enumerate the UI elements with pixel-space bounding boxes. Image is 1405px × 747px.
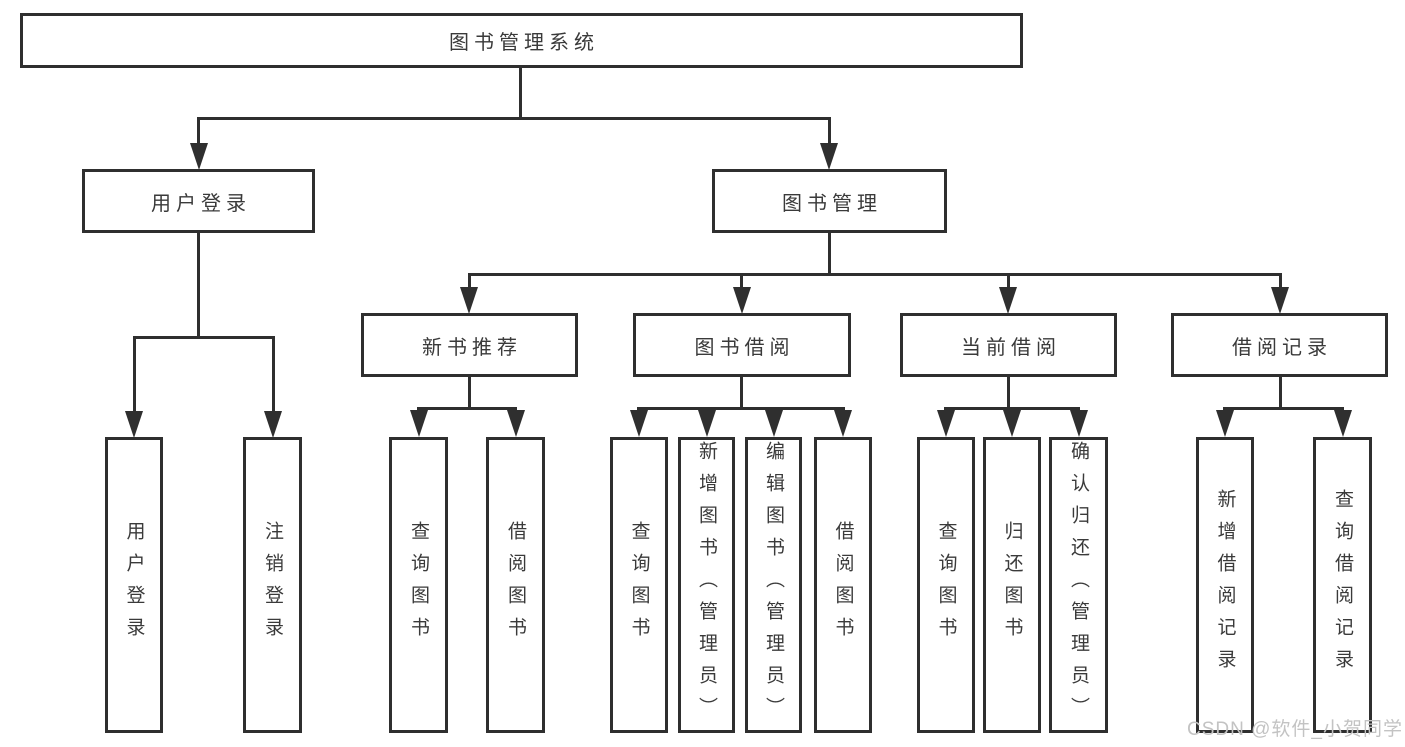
arrow-to-nb-query-icon — [410, 410, 428, 437]
node-current-borrow: 当前借阅 — [900, 313, 1117, 377]
connector-borrow-record-trunk — [1279, 377, 1282, 409]
csdn-watermark: CSDN @软件_小贺同学 — [1187, 719, 1403, 740]
arrow-to-bb-query-icon — [630, 410, 648, 437]
arrow-to-book-management-icon — [820, 143, 838, 170]
node-leaf-cb-query: 查询图书 — [917, 437, 975, 733]
arrow-to-new-book-icon — [460, 287, 478, 314]
connector-borrow-record-leafsplit — [1223, 407, 1344, 410]
node-user-login: 用户登录 — [82, 169, 315, 233]
connector-leaf-logout-stem — [272, 339, 275, 413]
node-new-book-label: 新书推荐 — [422, 336, 522, 359]
node-new-book: 新书推荐 — [361, 313, 578, 377]
node-leaf-br-add: 新增借阅记录 — [1196, 437, 1254, 733]
connector-user-login-stem — [197, 117, 200, 145]
connector-new-book-leafsplit — [417, 407, 517, 410]
node-leaf-bb-borrow: 借阅图书 — [814, 437, 872, 733]
node-leaf-bb-borrow-label: 借阅图书 — [832, 521, 854, 649]
arrow-to-cb-query-icon — [937, 410, 955, 437]
connector-book-borrow-stem — [740, 276, 743, 290]
arrow-to-book-borrow-icon — [733, 287, 751, 314]
node-leaf-br-add-label: 新增借阅记录 — [1214, 489, 1236, 681]
node-leaf-bb-edit-label: 编辑图书（管理员） — [763, 441, 784, 729]
arrow-to-nb-borrow-icon — [507, 410, 525, 437]
arrow-to-leaf-logout-icon — [264, 411, 282, 438]
connector-level1-split — [197, 117, 831, 120]
arrow-to-borrow-record-icon — [1271, 287, 1289, 314]
node-leaf-br-query-label: 查询借阅记录 — [1332, 489, 1353, 681]
node-leaf-bb-add: 新增图书（管理员） — [678, 437, 735, 733]
node-leaf-cb-confirm: 确认归还（管理员） — [1049, 437, 1108, 733]
connector-current-borrow-leafsplit — [944, 407, 1080, 410]
node-borrow-record: 借阅记录 — [1171, 313, 1388, 377]
connector-level3-split — [468, 273, 1282, 276]
node-leaf-bb-query: 查询图书 — [610, 437, 668, 733]
node-root: 图书管理系统 — [20, 13, 1023, 68]
node-leaf-cb-return-label: 归还图书 — [1001, 521, 1023, 649]
node-leaf-nb-query: 查询图书 — [389, 437, 448, 733]
node-leaf-nb-borrow-label: 借阅图书 — [505, 521, 526, 649]
arrow-to-cb-return-icon — [1003, 410, 1021, 437]
node-leaf-user-login-label: 用户登录 — [123, 521, 145, 649]
connector-borrow-record-stem — [1279, 276, 1282, 290]
connector-book-borrow-leafsplit — [637, 407, 845, 410]
arrow-to-user-login-icon — [190, 143, 208, 170]
node-leaf-cb-query-label: 查询图书 — [935, 521, 957, 649]
connector-book-borrow-trunk — [740, 377, 743, 409]
arrow-to-current-borrow-icon — [999, 287, 1017, 314]
connector-user-login-trunk — [197, 233, 200, 337]
arrow-to-bb-edit-icon — [765, 410, 783, 437]
node-root-label: 图书管理系统 — [449, 32, 599, 54]
connector-user-login-split — [133, 336, 275, 339]
arrow-to-bb-borrow-icon — [834, 410, 852, 437]
node-book-borrow-label: 图书借阅 — [694, 336, 795, 359]
node-leaf-cb-confirm-label: 确认归还（管理员） — [1068, 441, 1089, 729]
arrow-to-cb-confirm-icon — [1070, 410, 1088, 437]
connector-current-borrow-trunk — [1007, 377, 1010, 409]
node-leaf-cb-return: 归还图书 — [983, 437, 1041, 733]
node-leaf-bb-edit: 编辑图书（管理员） — [745, 437, 802, 733]
node-current-borrow-label: 当前借阅 — [961, 336, 1061, 359]
arrow-to-leaf-login-icon — [125, 411, 143, 438]
node-user-login-label: 用户登录 — [151, 192, 251, 215]
connector-current-borrow-stem — [1007, 276, 1010, 290]
node-leaf-nb-borrow: 借阅图书 — [486, 437, 545, 733]
node-leaf-br-query: 查询借阅记录 — [1313, 437, 1372, 733]
node-leaf-bb-add-label: 新增图书（管理员） — [696, 441, 717, 729]
node-leaf-nb-query-label: 查询图书 — [408, 521, 429, 649]
connector-new-book-trunk — [468, 377, 471, 409]
connector-new-book-stem — [468, 276, 471, 290]
connector-book-management-stem — [828, 117, 831, 145]
connector-root-trunk — [519, 68, 522, 118]
node-leaf-logout: 注销登录 — [243, 437, 302, 733]
node-book-management: 图书管理 — [712, 169, 947, 233]
node-book-management-label: 图书管理 — [782, 192, 882, 215]
node-leaf-bb-query-label: 查询图书 — [628, 521, 650, 649]
node-book-borrow: 图书借阅 — [633, 313, 851, 377]
node-leaf-logout-label: 注销登录 — [262, 521, 283, 649]
node-leaf-user-login: 用户登录 — [105, 437, 163, 733]
arrow-to-br-add-icon — [1216, 410, 1234, 437]
connector-leaf-login-stem — [133, 339, 136, 413]
arrow-to-br-query-icon — [1334, 410, 1352, 437]
node-borrow-record-label: 借阅记录 — [1232, 336, 1332, 359]
connector-book-management-trunk — [828, 233, 831, 275]
arrow-to-bb-add-icon — [698, 410, 716, 437]
